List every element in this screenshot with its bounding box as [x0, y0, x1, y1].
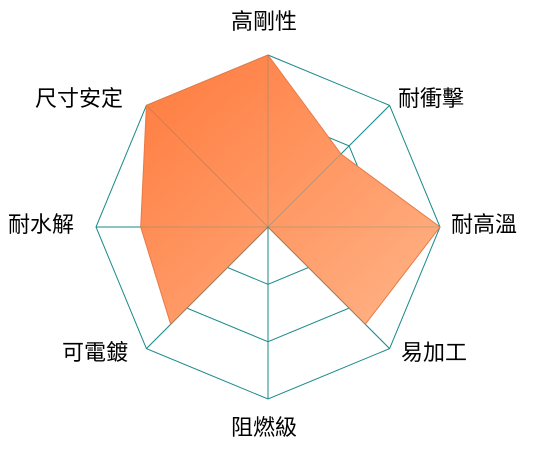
axis-spoke-overlay: [146, 226, 269, 349]
axis-label-rigidity: 高剛性: [231, 10, 298, 35]
axis-label-hydrolysis-resistance: 耐水解: [8, 213, 75, 238]
series-area: [140, 54, 441, 326]
axis-label-plateable: 可電鍍: [62, 341, 129, 366]
axis-label-heat-resistance: 耐高溫: [451, 213, 518, 238]
axis-spoke-overlay: [267, 226, 390, 349]
axis-spoke-overlay: [146, 105, 269, 228]
axis-label-processability: 易加工: [401, 341, 468, 366]
axis-label-flame-retardant: 阻燃級: [231, 416, 298, 441]
axis-label-impact-resistance: 耐衝擊: [398, 87, 465, 112]
axis-spoke-overlay: [267, 105, 390, 228]
axis-label-dimensional-stability: 尺寸安定: [35, 87, 124, 112]
radar-data: [96, 54, 441, 399]
